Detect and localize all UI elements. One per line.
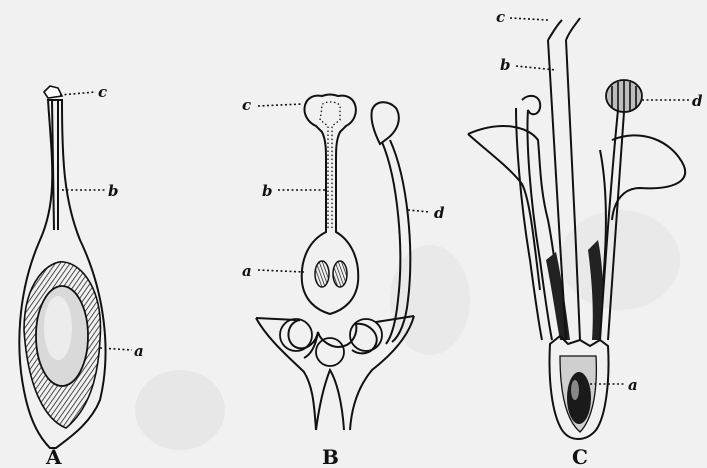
- caption-b: B: [322, 445, 339, 468]
- label-b-b: b: [262, 182, 273, 200]
- label-c-c: c: [496, 8, 505, 26]
- figure-b-pistil-and-stamen: [256, 95, 414, 431]
- label-b-a: a: [242, 262, 252, 280]
- label-c-d: d: [692, 92, 703, 110]
- caption-c: C: [572, 445, 588, 468]
- label-b-d: d: [434, 204, 445, 222]
- label-a-c: c: [98, 83, 107, 101]
- label-b-c: c: [242, 96, 251, 114]
- label-c-b: b: [500, 56, 511, 74]
- label-c-a: a: [628, 376, 638, 394]
- caption-a: A: [45, 445, 62, 468]
- label-a-a: a: [134, 342, 144, 360]
- figure-a-pistil: [19, 86, 105, 448]
- label-a-b: b: [108, 182, 119, 200]
- figure-a-labels: c b a: [98, 83, 144, 360]
